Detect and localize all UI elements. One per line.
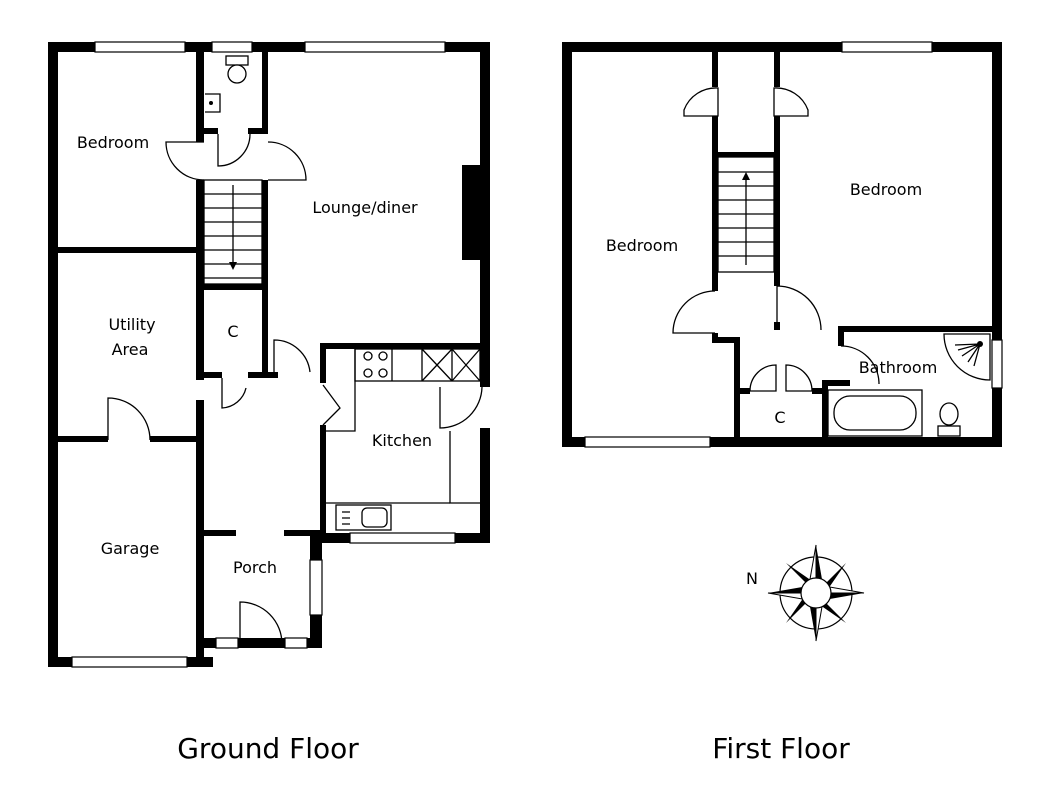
ff-wall-landing-right-upper [774, 52, 780, 87]
gf-garage-label: Garage [101, 539, 160, 558]
ff-wall-cupboard-top [822, 380, 850, 386]
ff-cupboard-label: C [774, 408, 785, 427]
gf-wall-porch-south [200, 638, 322, 648]
gf-wall-central-left-upper [196, 52, 204, 142]
compass-rose [767, 544, 865, 642]
gf-wall-north-right [445, 42, 490, 52]
gf-window-porch-left [215, 637, 239, 649]
gf-wall-kitchen-left [320, 343, 326, 383]
gf-window-bedroom [94, 41, 186, 53]
gf-window-garage-door [71, 656, 188, 668]
gf-wall-porch-top-left [204, 530, 236, 536]
gf-door-front [239, 601, 283, 645]
gf-door-utility [107, 397, 151, 441]
gf-wall-hall-top [248, 372, 278, 378]
ff-wall-stair-top [712, 152, 780, 157]
ff-bathroom-label: Bathroom [859, 358, 938, 377]
gf-chimney-breast [462, 165, 480, 260]
gf-door-kitchen-fold [322, 384, 341, 426]
gf-wall-stair-right [262, 52, 268, 132]
gf-door-lounge [267, 141, 307, 181]
ff-wall-east-lower [992, 388, 1002, 447]
ff-wall-landing-left-upper [712, 52, 718, 87]
gf-wall-wc-bottom [204, 128, 218, 134]
gf-door-lounge-hall [273, 339, 311, 373]
gf-wall-central-left-garage [196, 400, 204, 667]
gf-wc-fittings [205, 55, 249, 113]
ff-wall-cupboard-bottom [740, 388, 750, 394]
ff-wall-west [562, 42, 572, 447]
ff-door-bathroom [840, 345, 880, 385]
gf-window-kitchen [349, 532, 456, 544]
gf-wall-kitchen-left-lower [320, 425, 326, 543]
ff-wall-bathroom-top [838, 326, 998, 332]
first-floor-plan: Bedroom Bedroom Bathroom C [562, 41, 1003, 448]
ff-wall-north [562, 42, 1002, 52]
ff-wall-south [562, 437, 1002, 447]
gf-bedroom-label: Bedroom [77, 133, 149, 152]
ff-window-bedroom-left [584, 436, 711, 448]
gf-door-kitchen-back [439, 386, 483, 429]
ff-door-bedroom-left [672, 290, 716, 334]
ff-bedroom-right-label: Bedroom [850, 180, 922, 199]
gf-wall-cupboard-right [262, 284, 268, 374]
ff-door-cupboard-landing [749, 364, 813, 392]
gf-door-cupboard [221, 378, 247, 409]
ff-wall-landing-step [712, 337, 740, 343]
gf-staircase [203, 179, 263, 285]
compass-north-label: N [746, 569, 758, 588]
ff-bathroom-fittings [827, 333, 991, 437]
gf-window-wc [211, 41, 253, 53]
ff-wall-bathroom-left [838, 326, 844, 346]
ff-wall-landing-right-lower [774, 116, 780, 286]
ff-window-bedroom-right [841, 41, 933, 53]
gf-wall-porch-top-right [284, 530, 322, 536]
gf-wall-bedroom-utility [58, 247, 200, 253]
gf-wall-garage-utility-left [58, 436, 108, 442]
gf-cupboard-label: C [227, 322, 238, 341]
gf-kitchen-label: Kitchen [372, 431, 432, 450]
ff-wall-cupboard-bottom-r [812, 388, 828, 394]
gf-lounge-label: Lounge/diner [312, 198, 418, 217]
gf-wall-stair-right-lower [262, 180, 268, 290]
gf-door-wc [217, 133, 251, 167]
gf-utility-label-line1: Utility [108, 315, 155, 334]
gf-wall-cupboard-bottom [204, 372, 222, 378]
gf-kitchen-fittings [326, 348, 481, 531]
ff-wall-bathroom-step [822, 380, 828, 442]
gf-window-porch-side [309, 559, 323, 616]
ff-bedroom-left-label: Bedroom [606, 236, 678, 255]
ff-wall-cupboard-left [734, 337, 740, 442]
ff-wall-east-upper [992, 42, 1002, 340]
first-floor-title: First Floor [712, 732, 850, 765]
gf-window-porch-right [284, 637, 308, 649]
gf-window-lounge [304, 41, 446, 53]
ff-window-bathroom [991, 339, 1003, 389]
ff-door-cupboard-double [683, 87, 809, 117]
gf-wall-cupboard-top [204, 284, 268, 290]
ground-floor-plan: Bedroom Lounge/diner Utility Area C Kitc… [48, 41, 490, 668]
gf-wall-central-left-lower [196, 180, 204, 380]
gf-door-bedroom [165, 141, 205, 181]
ground-floor-title: Ground Floor [177, 732, 359, 765]
ff-door-bedroom-right [776, 285, 822, 331]
gf-porch-label: Porch [233, 558, 277, 577]
gf-wall-kitchen-top [320, 343, 490, 349]
gf-wall-wc-bottom-r [248, 128, 268, 134]
gf-wall-garage-utility-right [150, 436, 202, 442]
ff-staircase [717, 156, 775, 273]
gf-wall-east-lower [480, 428, 490, 543]
gf-utility-label-line2: Area [112, 340, 149, 359]
gf-wall-east-upper [480, 42, 490, 387]
ff-wall-landing-left-lower [712, 116, 718, 291]
gf-wall-west [48, 42, 58, 667]
